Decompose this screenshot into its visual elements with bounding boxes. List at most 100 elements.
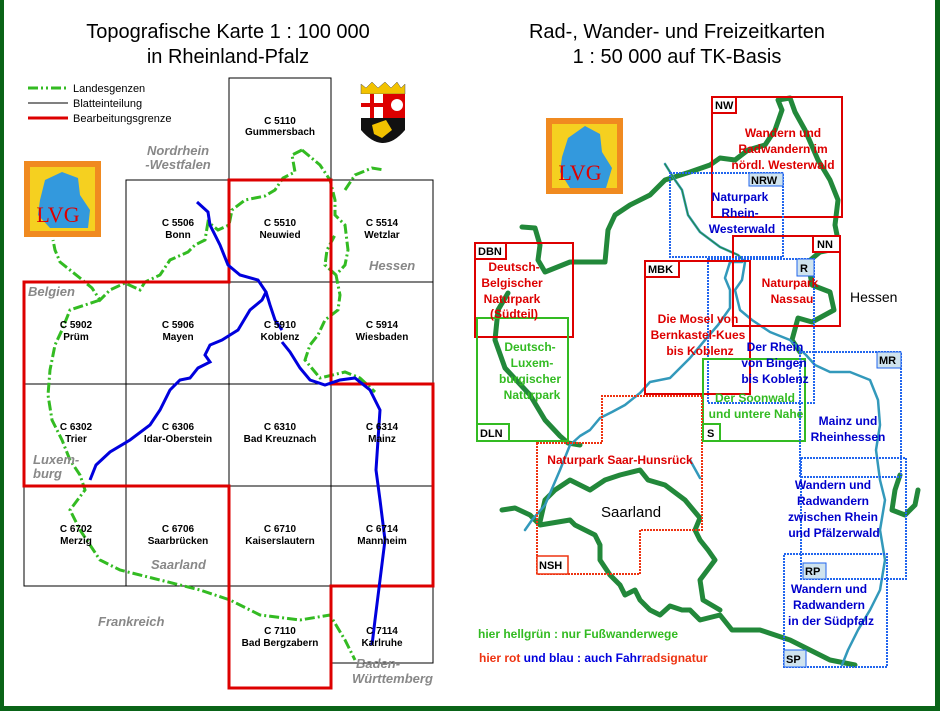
box-dbn[interactable] (474, 242, 574, 338)
sheet-name: Karlruhe (361, 638, 403, 649)
code-nrw: NRW (751, 175, 778, 187)
box-r[interactable] (707, 258, 815, 404)
map-titles: Wandern und Radwandern im nördl. Westerw… (481, 126, 885, 628)
map-title: Deutsch- (504, 340, 555, 354)
sheet-code: C 6714 (366, 524, 399, 535)
code-mr: MR (879, 355, 896, 367)
region-bw: Württemberg (352, 671, 433, 686)
map-codes: NW NRW NN R MBK DBN DLN S MR NSH RP SP (474, 96, 902, 668)
region-hessen: Hessen (369, 258, 415, 273)
map-title: Nassau (771, 292, 814, 306)
region-nrw: Nordrhein (147, 143, 209, 158)
sheet-code: C 5514 (366, 218, 399, 229)
map-title: Naturpark (762, 276, 819, 290)
map-title: Luxem- (511, 356, 554, 370)
box-dln[interactable] (476, 317, 569, 442)
box-nsh[interactable] (536, 395, 703, 575)
map-title: Naturpark (484, 292, 541, 306)
sheet-name: Bad Bergzabern (242, 638, 319, 649)
code-dln: DLN (480, 428, 503, 440)
sheet-code: C 5510 (264, 218, 297, 229)
left-title-line1: Topografische Karte 1 : 100 000 (86, 21, 370, 43)
sheet-name: Prüm (63, 332, 89, 343)
lvg-logo-text: LVG (558, 160, 601, 185)
legend-label: Landesgenzen (73, 83, 145, 95)
sheet-name: Wiesbaden (356, 332, 409, 343)
sheet-code: C 7110 (264, 626, 296, 637)
map-title: burgischer (499, 372, 561, 386)
left-title-line2: in Rheinland-Pfalz (147, 46, 309, 68)
sheet-name: Bad Kreuznach (244, 434, 317, 445)
legend: Landesgenzen Blatteinteilung Bearbeitung… (28, 83, 171, 125)
sheet-name: Mayen (162, 332, 193, 343)
code-r: R (800, 263, 808, 275)
sheet-name: Mannheim (357, 536, 407, 547)
right-title-line1: Rad-, Wander- und Freizeitkarten (529, 21, 825, 43)
sheet-name: Koblenz (261, 332, 300, 343)
map-title: Rhein- (721, 206, 758, 220)
sheet-name: Merzig (60, 536, 92, 547)
box-mr[interactable] (799, 351, 902, 478)
code-dbn: DBN (478, 246, 502, 258)
region-nrw: -Westfalen (145, 157, 211, 172)
code-s: S (707, 428, 714, 440)
region-belgien: Belgien (28, 284, 75, 299)
region-luxemburg: burg (33, 466, 62, 481)
box-nrw[interactable] (669, 172, 784, 258)
code-nw: NW (715, 100, 734, 112)
map-title: und untere Nahe (709, 407, 804, 421)
box-rp[interactable] (800, 457, 907, 580)
region-hessen: Hessen (850, 289, 897, 305)
sheet-code: C 7114 (366, 626, 398, 637)
map-title: Deutsch- (488, 260, 539, 274)
code-nsh: NSH (539, 560, 562, 572)
region-labels: Nordrhein -Westfalen Hessen Belgien Luxe… (28, 143, 433, 686)
map-title: Radwandern (797, 494, 869, 508)
code-rp: RP (805, 566, 820, 578)
lvg-logo-text: LVG (36, 202, 79, 227)
map-title: zwischen Rhein (788, 510, 878, 524)
map-title: in der Südpfalz (788, 614, 874, 628)
map-title: Rheinhessen (811, 430, 886, 444)
map-title: Naturpark (712, 190, 769, 204)
note-red: hier rot (479, 651, 520, 665)
sheet-name: Wetzlar (364, 230, 399, 241)
map-title: Wandern und (791, 582, 867, 596)
sheet-code: C 5914 (366, 320, 399, 331)
map-title: Die Mosel von (658, 312, 739, 326)
sheet-code: C 6310 (264, 422, 297, 433)
legend-label: Blatteinteilung (73, 98, 142, 110)
sheet-name: Idar-Oberstein (144, 434, 212, 445)
map-title: (Südteil) (490, 307, 538, 321)
sheet-name: Neuwied (259, 230, 300, 241)
map-title: bis Koblenz (741, 372, 808, 386)
map-title: Radwandern (793, 598, 865, 612)
sheet-code: C 5902 (60, 320, 93, 331)
map-title: Bernkastel-Kues (651, 328, 746, 342)
code-mbk: MBK (648, 264, 673, 276)
box-nw[interactable] (711, 96, 843, 218)
sheet-code: C 5110 (264, 116, 296, 127)
sheet-name: Trier (65, 434, 87, 445)
box-nn[interactable] (732, 235, 841, 327)
right-title-line2: 1 : 50 000 auf TK-Basis (573, 46, 782, 68)
map-title: Naturpark (504, 388, 561, 402)
legend-label: Bearbeitungsgrenze (73, 113, 171, 125)
sheet-code: C 5910 (264, 320, 297, 331)
box-sp[interactable] (783, 553, 888, 668)
map-title: Wandern und (795, 478, 871, 492)
region-luxemburg: Luxem- (33, 452, 79, 467)
sheet-name: Kaiserslautern (245, 536, 314, 547)
map-title: Westerwald (709, 222, 775, 236)
sheet-name: Gummersbach (245, 127, 315, 138)
map-title: Mainz und (819, 414, 878, 428)
box-mbk[interactable] (644, 260, 751, 395)
sheet-name: Mainz (368, 434, 396, 445)
map-title: und Pfälzerwald (788, 526, 879, 540)
rivers (88, 200, 387, 646)
map-title: nördl. Westerwald (731, 158, 834, 172)
region-frankreich: Frankreich (98, 614, 165, 629)
